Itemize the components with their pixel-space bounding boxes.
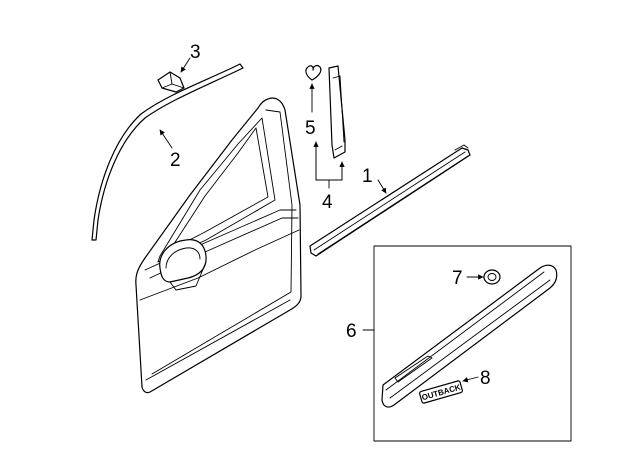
outback-emblem: OUTBACK: [419, 380, 463, 404]
b-pillar-applique: [328, 65, 346, 159]
arrowhead-icon: [159, 129, 173, 149]
arrowhead-icon: [180, 57, 191, 73]
pillar-fastener: [305, 64, 322, 81]
front-door: [135, 97, 302, 394]
belt-molding: [309, 144, 471, 257]
arrowhead-icon: [462, 376, 479, 383]
inset-box: [373, 245, 572, 442]
callout-3: 3: [190, 42, 201, 63]
callout-6: 6: [346, 321, 357, 342]
side-mirror: [159, 239, 207, 291]
callout-7: 7: [452, 268, 463, 289]
body-side-molding: [381, 264, 558, 408]
callout-1: 1: [362, 166, 373, 187]
callout-4: 4: [322, 192, 333, 213]
molding-clip: [157, 71, 185, 93]
callout-2: 2: [170, 150, 181, 171]
arrowhead-icon: [377, 179, 387, 194]
callout-5: 5: [305, 118, 316, 139]
leader-lines: [159, 57, 484, 383]
callout-labels: 1 2 3 4 5 6 7 8: [170, 42, 491, 389]
molding-clip-7: [483, 269, 501, 285]
callout-8: 8: [480, 368, 491, 389]
roof-molding: [91, 63, 244, 241]
